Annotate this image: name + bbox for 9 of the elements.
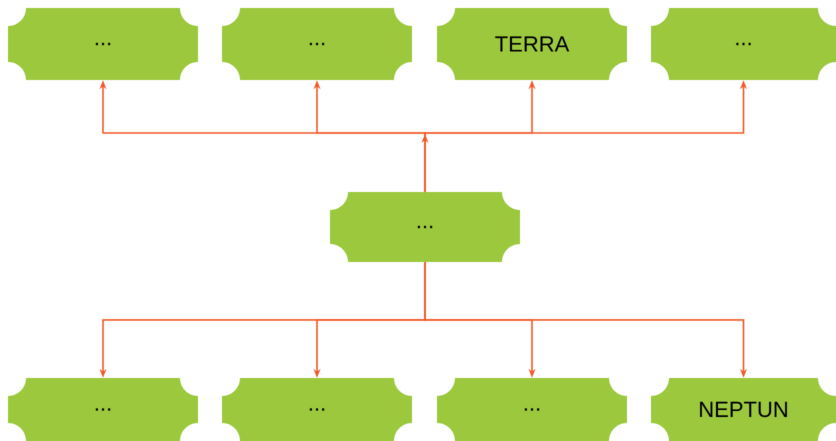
process-box: NEPTUN [651,378,836,441]
process-box: ... [222,8,412,80]
process-box: ... [330,192,520,262]
process-box: ... [437,378,627,441]
process-box: ... [651,8,836,80]
process-box: ... [222,378,412,441]
process-box: TERRA [437,8,627,80]
process-box: ... [8,8,198,80]
process-box: ... [8,378,198,441]
